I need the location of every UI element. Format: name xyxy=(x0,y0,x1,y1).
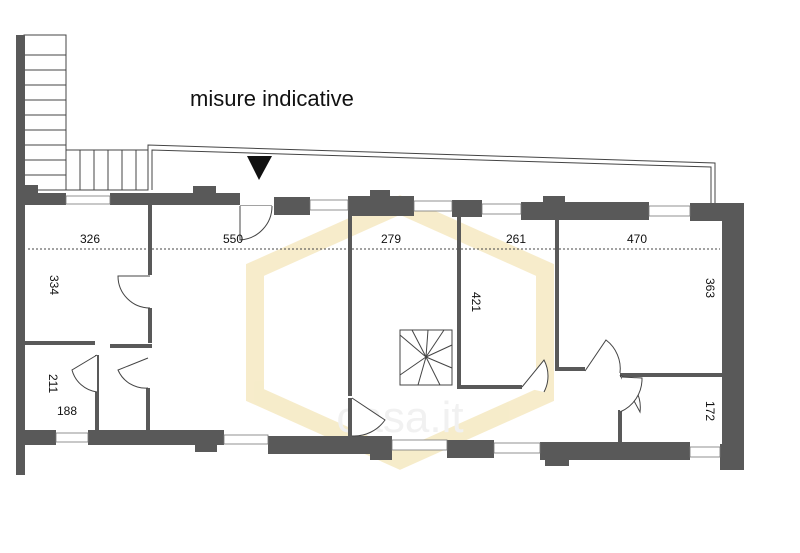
windows xyxy=(55,195,721,458)
dim-room5-height: 363 xyxy=(703,278,717,298)
inner-staircase xyxy=(399,329,453,386)
dim-room4-height: 421 xyxy=(469,292,483,312)
dim-room5-width: 470 xyxy=(627,232,647,246)
doors xyxy=(71,205,643,437)
dim-room2-width: 550 xyxy=(223,232,243,246)
dim-bath-width: 188 xyxy=(57,404,77,418)
entrance-arrow-icon xyxy=(247,156,272,180)
dim-room1-height: 334 xyxy=(47,275,61,295)
interior-walls xyxy=(25,205,722,442)
outer-walls xyxy=(16,35,744,475)
dim-room4-width: 261 xyxy=(506,232,526,246)
dim-room3-width: 279 xyxy=(381,232,401,246)
dimension-labels: 326 334 550 279 261 421 470 363 211 188 … xyxy=(28,232,720,421)
dim-small-room-height: 172 xyxy=(703,401,717,421)
dim-room1-width: 326 xyxy=(80,232,100,246)
measurements-note: misure indicative xyxy=(190,86,354,111)
staircase xyxy=(23,34,149,191)
balcony xyxy=(147,144,716,205)
dim-bath-height: 211 xyxy=(46,374,60,393)
